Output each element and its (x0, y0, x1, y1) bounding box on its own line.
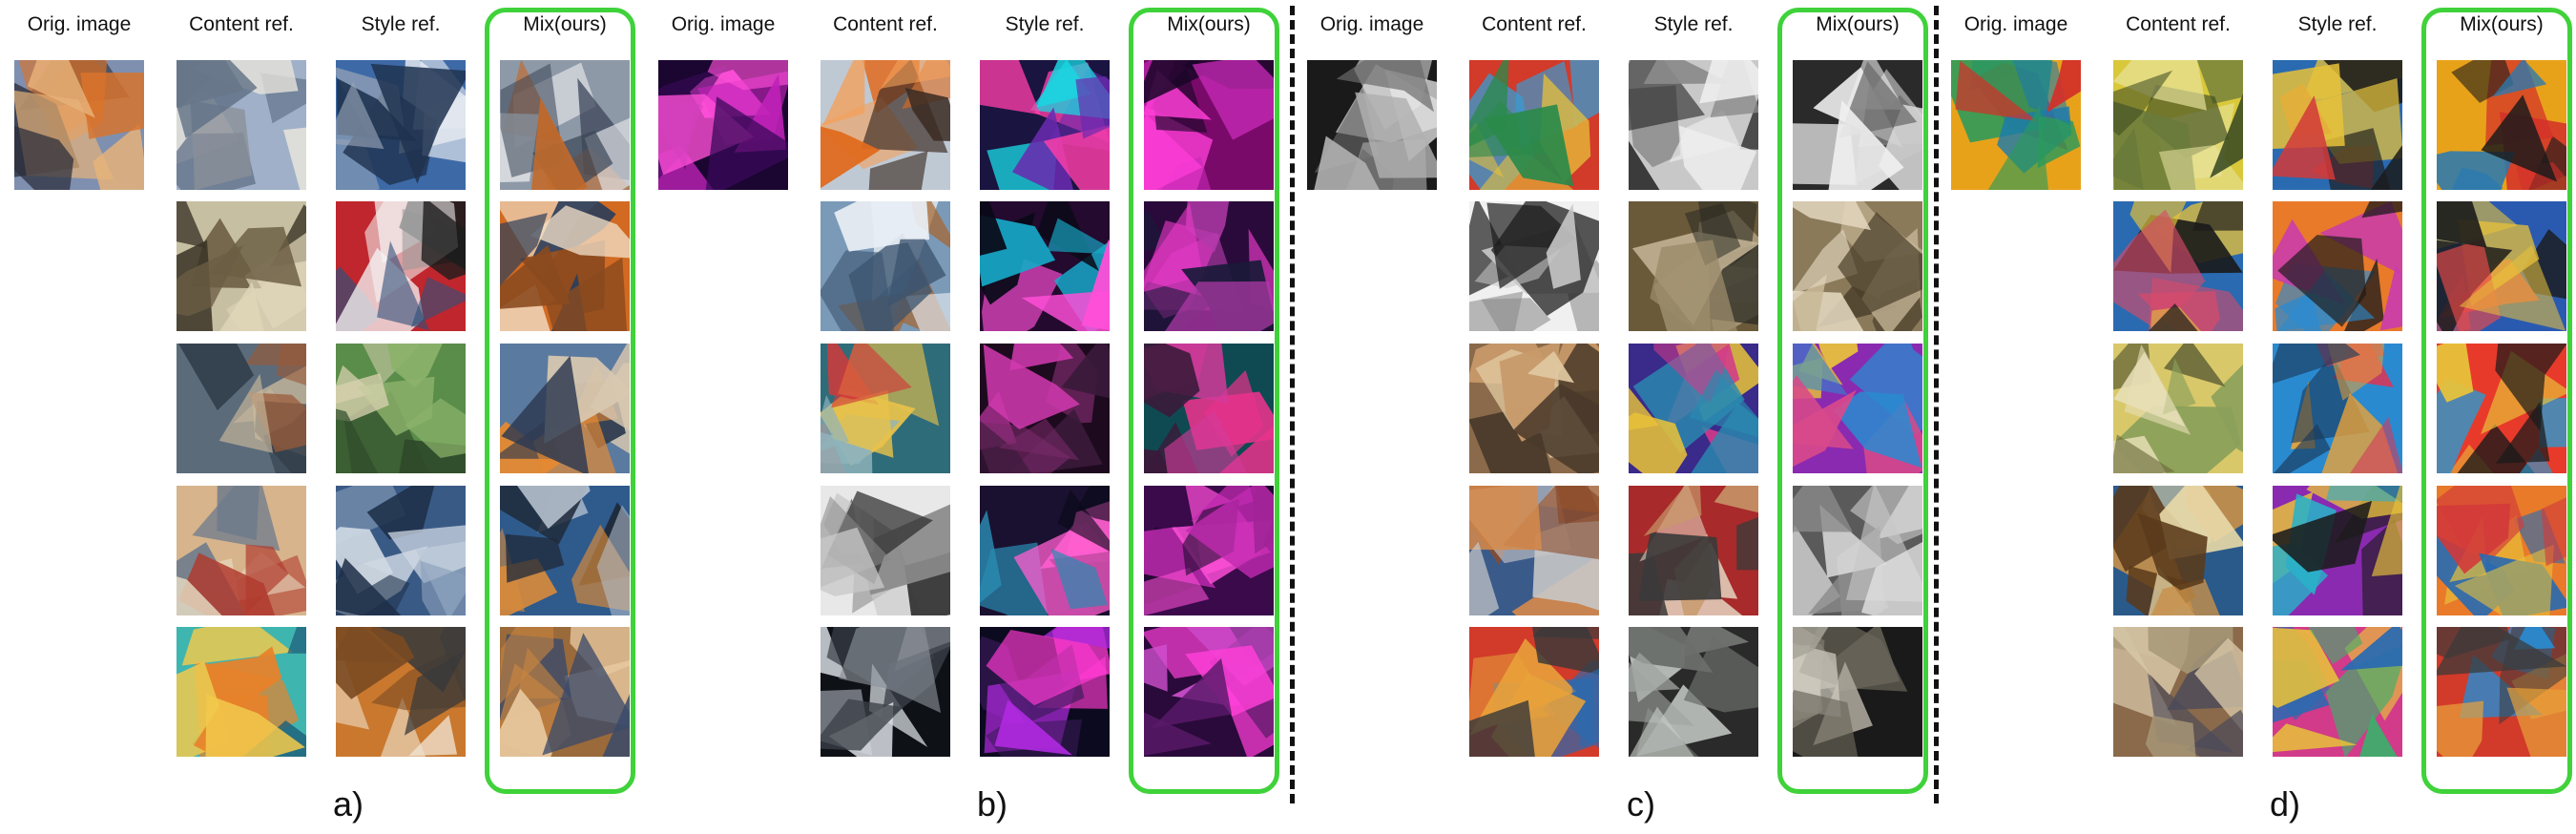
style-ref-image (336, 486, 466, 615)
content-ref-image (821, 201, 950, 331)
content-ref-header: Content ref. (1482, 13, 1587, 35)
style-ref-image (2273, 60, 2402, 190)
content-ref-image (177, 344, 306, 473)
mix-result-image (1144, 201, 1274, 331)
content-ref-image (2113, 60, 2243, 190)
content-ref-image (1469, 201, 1599, 331)
mix-highlight-box (2421, 8, 2572, 794)
panel-label: c) (1627, 784, 1655, 824)
orig-image (1951, 60, 2081, 190)
mix-result-image (2437, 201, 2566, 331)
style-ref-image (336, 627, 466, 757)
orig-image-header: Orig. image (27, 13, 132, 35)
content-ref-image (821, 344, 950, 473)
style-ref-image (336, 344, 466, 473)
mix-result-image (500, 344, 630, 473)
orig-image (14, 60, 144, 190)
mix-result-image (1793, 344, 1922, 473)
content-ref-image (177, 627, 306, 757)
mix-header: Mix(ours) (1816, 13, 1900, 35)
mix-result-image (500, 60, 630, 190)
content-ref-image (1469, 60, 1599, 190)
style-ref-image (1629, 486, 1758, 615)
orig-image-header: Orig. image (1319, 13, 1424, 35)
panel-label: b) (976, 784, 1008, 824)
style-ref-image (980, 627, 1110, 757)
content-ref-header: Content ref. (833, 13, 938, 35)
mix-result-image (2437, 486, 2566, 615)
style-ref-header: Style ref. (1653, 13, 1734, 35)
content-ref-header: Content ref. (2126, 13, 2231, 35)
style-ref-image (1629, 201, 1758, 331)
mix-result-image (2437, 344, 2566, 473)
content-ref-image (1469, 344, 1599, 473)
style-ref-image (980, 486, 1110, 615)
style-ref-header: Style ref. (2297, 13, 2378, 35)
mix-result-image (1793, 486, 1922, 615)
mix-result-image (500, 486, 630, 615)
orig-image-header: Orig. image (671, 13, 776, 35)
mix-result-image (1793, 60, 1922, 190)
panel-divider (1290, 6, 1295, 803)
style-ref-image (2273, 486, 2402, 615)
style-ref-image (1629, 344, 1758, 473)
style-ref-image (980, 344, 1110, 473)
content-ref-image (177, 201, 306, 331)
style-ref-header: Style ref. (1005, 13, 1085, 35)
content-ref-image (2113, 627, 2243, 757)
mix-result-image (2437, 60, 2566, 190)
mix-result-image (500, 627, 630, 757)
style-ref-image (1629, 60, 1758, 190)
panel-label: a) (332, 784, 364, 824)
orig-image-header: Orig. image (1963, 13, 2068, 35)
orig-image (1307, 60, 1437, 190)
mix-highlight-box (1777, 8, 1928, 794)
mix-result-image (1144, 627, 1274, 757)
content-ref-image (821, 627, 950, 757)
mix-result-image (500, 201, 630, 331)
content-ref-image (821, 60, 950, 190)
content-ref-image (2113, 486, 2243, 615)
style-ref-image (2273, 344, 2402, 473)
mix-result-image (1144, 60, 1274, 190)
style-ref-image (2273, 201, 2402, 331)
mix-result-image (1793, 627, 1922, 757)
orig-image (658, 60, 788, 190)
style-ref-image (980, 201, 1110, 331)
style-ref-image (336, 60, 466, 190)
mix-result-image (1793, 201, 1922, 331)
style-ref-image (336, 201, 466, 331)
style-ref-header: Style ref. (361, 13, 441, 35)
content-ref-image (2113, 201, 2243, 331)
panel-label: d) (2269, 784, 2300, 824)
mix-header: Mix(ours) (1167, 13, 1251, 35)
content-ref-image (2113, 344, 2243, 473)
content-ref-image (177, 486, 306, 615)
style-ref-image (1629, 627, 1758, 757)
style-ref-image (2273, 627, 2402, 757)
style-ref-image (980, 60, 1110, 190)
content-ref-image (1469, 486, 1599, 615)
mix-header: Mix(ours) (2460, 13, 2544, 35)
content-ref-image (821, 486, 950, 615)
mix-result-image (2437, 627, 2566, 757)
mix-highlight-box (485, 8, 635, 794)
mix-result-image (1144, 344, 1274, 473)
content-ref-image (1469, 627, 1599, 757)
mix-result-image (1144, 486, 1274, 615)
content-ref-header: Content ref. (189, 13, 294, 35)
panel-divider (1934, 6, 1939, 803)
content-ref-image (177, 60, 306, 190)
mix-highlight-box (1129, 8, 1279, 794)
mix-header: Mix(ours) (523, 13, 607, 35)
